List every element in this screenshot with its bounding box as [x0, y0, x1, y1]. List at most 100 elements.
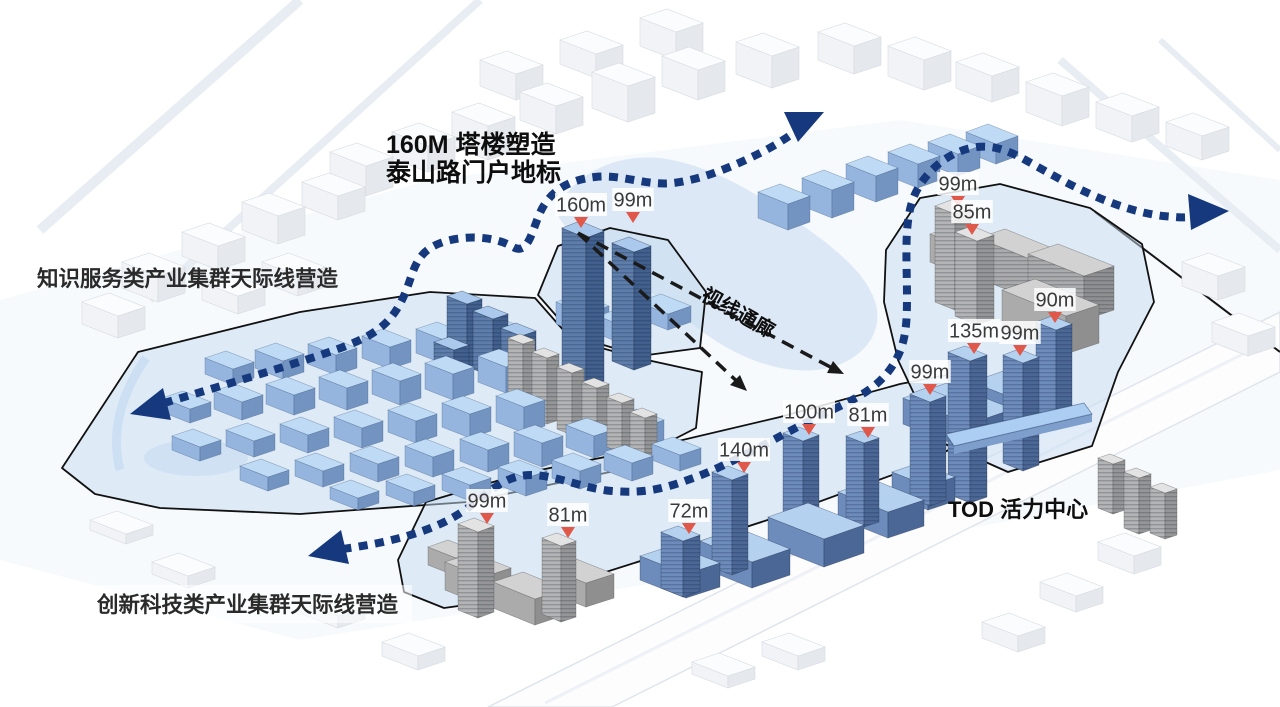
- building-block: [381, 632, 446, 671]
- height-label: 99m: [999, 321, 1041, 356]
- building-block: [151, 552, 216, 589]
- building-block: [201, 272, 266, 315]
- road: [1057, 56, 1280, 254]
- building-block: [451, 102, 516, 161]
- bridge-deck: [945, 402, 1093, 447]
- height-marker-icon: [1048, 312, 1062, 323]
- building-block: [361, 328, 412, 370]
- height-label: 99m: [937, 172, 979, 207]
- height-label: 135m: [948, 319, 1000, 354]
- annotations-layer: 160M 塔楼塑造 泰山路门户地标 知识服务类产业集群天际线营造 创新科技类产业…: [37, 131, 1088, 623]
- building-block: [591, 62, 656, 123]
- building-block: [171, 428, 222, 462]
- building-block: [1002, 348, 1040, 472]
- height-marker-icon: [737, 462, 751, 473]
- height-label-text: 99m: [468, 491, 507, 513]
- building-block: [81, 292, 146, 339]
- view-corridor-line-1: [577, 231, 837, 372]
- building-block: [385, 473, 436, 507]
- height-label-text: 99m: [911, 362, 950, 384]
- arrowhead-left: [130, 388, 171, 420]
- building-block: [603, 444, 654, 482]
- building-block: [541, 532, 577, 623]
- building-block: [954, 225, 995, 326]
- building-block: [519, 82, 584, 135]
- building-block: [981, 612, 1046, 653]
- building-block: [761, 632, 826, 671]
- height-label: 90m: [1034, 288, 1076, 323]
- height-label: 99m: [909, 360, 951, 395]
- building-block: [387, 402, 438, 444]
- building-block: [371, 362, 422, 406]
- building-block: [1039, 572, 1104, 613]
- building-block: [404, 438, 455, 478]
- height-marker-icon: [626, 212, 640, 223]
- building-block: [513, 424, 564, 468]
- building-block: [1149, 482, 1178, 540]
- height-marker-icon: [1013, 345, 1027, 356]
- building-block: [424, 355, 475, 401]
- landmark-annotation-line1: 160M 塔楼塑造: [386, 131, 555, 159]
- building-block: [767, 502, 865, 568]
- height-marker-icon: [923, 384, 937, 395]
- building-block: [294, 452, 345, 488]
- building-block: [1123, 467, 1152, 535]
- view-corridor-line-2: [576, 231, 744, 388]
- building-block: [661, 46, 726, 101]
- building-block: [691, 652, 756, 689]
- height-label-text: 135m: [949, 321, 999, 343]
- building-block: [333, 409, 384, 449]
- bridge-side: [954, 414, 1092, 454]
- height-label: 140m: [718, 438, 770, 473]
- height-label: 81m: [847, 403, 889, 438]
- skyline-curve-knowledge: [146, 119, 809, 412]
- building-block: [1097, 532, 1162, 575]
- height-marker-icon: [861, 427, 875, 438]
- height-label-text: 81m: [849, 405, 888, 427]
- building-block: [225, 422, 276, 458]
- building-block: [279, 416, 330, 454]
- building-block: [265, 376, 316, 416]
- building-block: [801, 169, 855, 219]
- road: [36, 0, 304, 234]
- building-block: [89, 510, 154, 545]
- height-label: 85m: [951, 200, 993, 235]
- building-block: [495, 388, 546, 434]
- building-block: [318, 369, 369, 411]
- building-block: [391, 122, 456, 173]
- building-block: [241, 192, 306, 245]
- building-block: [239, 458, 290, 492]
- building-block: [556, 362, 585, 436]
- height-label: 99m: [612, 188, 654, 223]
- height-label-text: 99m: [939, 174, 978, 196]
- height-label: 81m: [547, 503, 589, 538]
- building-block: [611, 236, 652, 371]
- corridor-arrowhead-2: [730, 375, 747, 391]
- building-block: [735, 32, 800, 89]
- building-block: [441, 395, 492, 439]
- height-label: 72m: [668, 499, 710, 534]
- tod-center-annotation: TOD 活力中心: [948, 497, 1088, 522]
- skyline-innovation-annotation: 创新科技类产业集群天际线营造: [96, 592, 399, 617]
- height-label-text: 85m: [953, 202, 992, 224]
- building-block: [845, 430, 880, 528]
- building-block: [457, 517, 495, 619]
- height-marker-icon: [561, 527, 575, 538]
- building-block: [711, 465, 749, 576]
- building-block: [181, 222, 246, 271]
- corridor-arrowhead-1: [827, 361, 844, 374]
- landmark-annotation-line2: 泰山路门户地标: [386, 158, 561, 187]
- height-label: 160m: [555, 193, 607, 228]
- height-label-text: 72m: [670, 501, 709, 523]
- height-marker-icon: [965, 224, 979, 235]
- road: [1157, 37, 1280, 153]
- building-block: [561, 220, 605, 389]
- building-block: [1165, 112, 1230, 161]
- arrowhead-right: [1188, 194, 1229, 230]
- building-block: [757, 183, 811, 231]
- building-block: [817, 22, 882, 75]
- building-block: [349, 445, 400, 483]
- height-label-text: 100m: [784, 402, 834, 424]
- building-block: [301, 172, 366, 221]
